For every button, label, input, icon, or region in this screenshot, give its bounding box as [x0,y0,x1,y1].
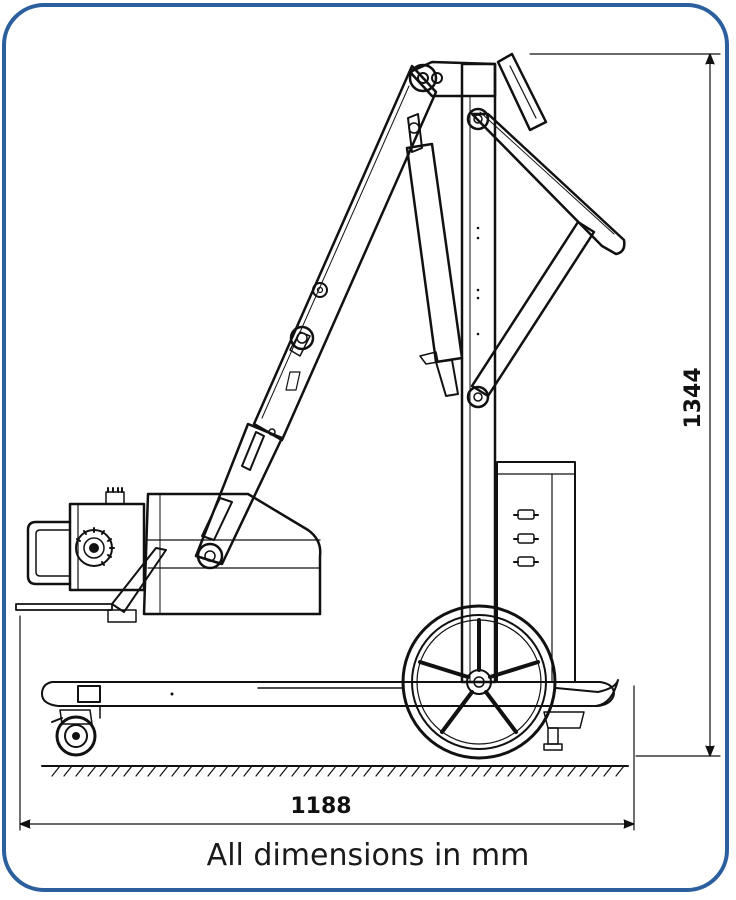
height-dimension-label: 1344 [681,367,706,428]
collimator-handle [15,547,167,623]
control-box [496,461,576,683]
height-dimension [529,53,721,757]
base-chassis [41,681,615,719]
gas-spring [405,113,464,397]
caption: All dimensions in mm [206,838,530,873]
rear-foot [543,679,619,751]
column-top-hinge [408,60,497,98]
width-dimension [19,615,635,831]
ground-line [41,765,629,777]
collimator [26,502,146,592]
handle-bracket [496,52,548,132]
xray-tube-head [105,487,322,616]
push-handle [466,107,626,409]
telescopic-arm [194,64,438,570]
vertical-column [460,62,497,684]
front-caster [51,709,97,757]
width-dimension-label: 1188 [290,794,351,819]
rounded-frame [2,3,729,892]
